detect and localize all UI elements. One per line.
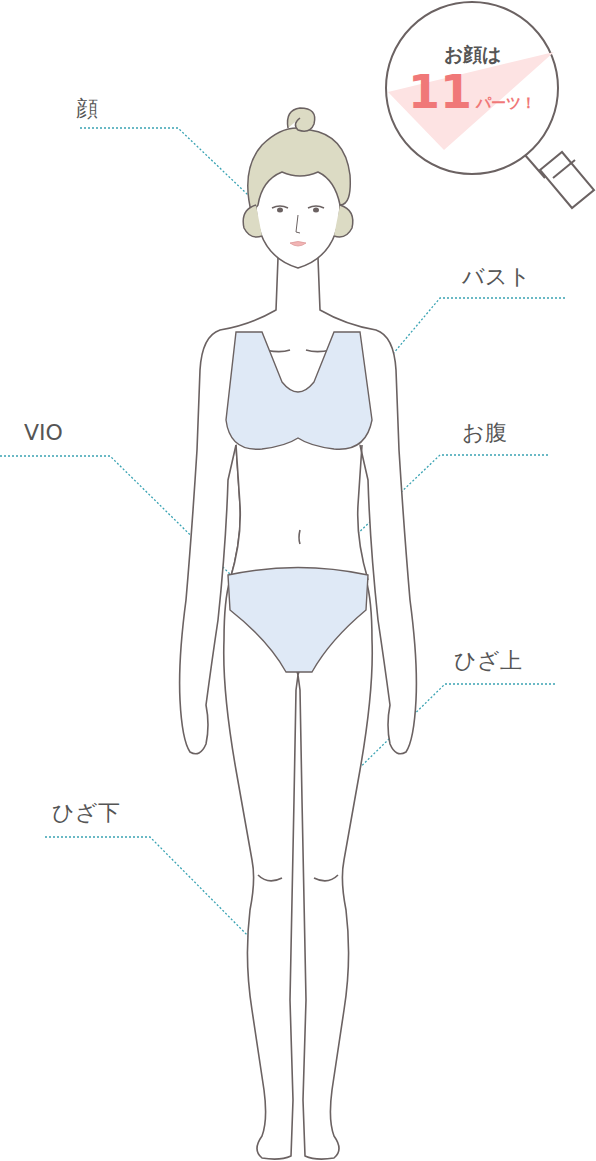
lens-text: お顔は11パーツ！ xyxy=(382,0,562,116)
lens-number: 11 xyxy=(408,68,472,116)
part-label: バスト xyxy=(460,264,533,290)
lens-heading: お顔は xyxy=(382,42,562,68)
part-label: VIO xyxy=(22,420,65,446)
pink-triangle xyxy=(388,52,554,150)
part-label: ひざ上 xyxy=(452,648,524,674)
lens-circle xyxy=(386,2,558,174)
lens-unit: パーツ！ xyxy=(476,94,536,113)
body xyxy=(180,258,417,1159)
lens-row: 11パーツ！ xyxy=(382,68,562,116)
part-label: 顔 xyxy=(74,96,100,122)
magnifier-handle xyxy=(525,152,594,208)
panties xyxy=(228,568,368,673)
magnifier-lens: お顔は11パーツ！ xyxy=(382,0,562,176)
part-label: お腹 xyxy=(460,420,509,446)
bra xyxy=(226,332,372,449)
part-label: ひざ下 xyxy=(50,800,122,826)
head xyxy=(243,108,353,268)
